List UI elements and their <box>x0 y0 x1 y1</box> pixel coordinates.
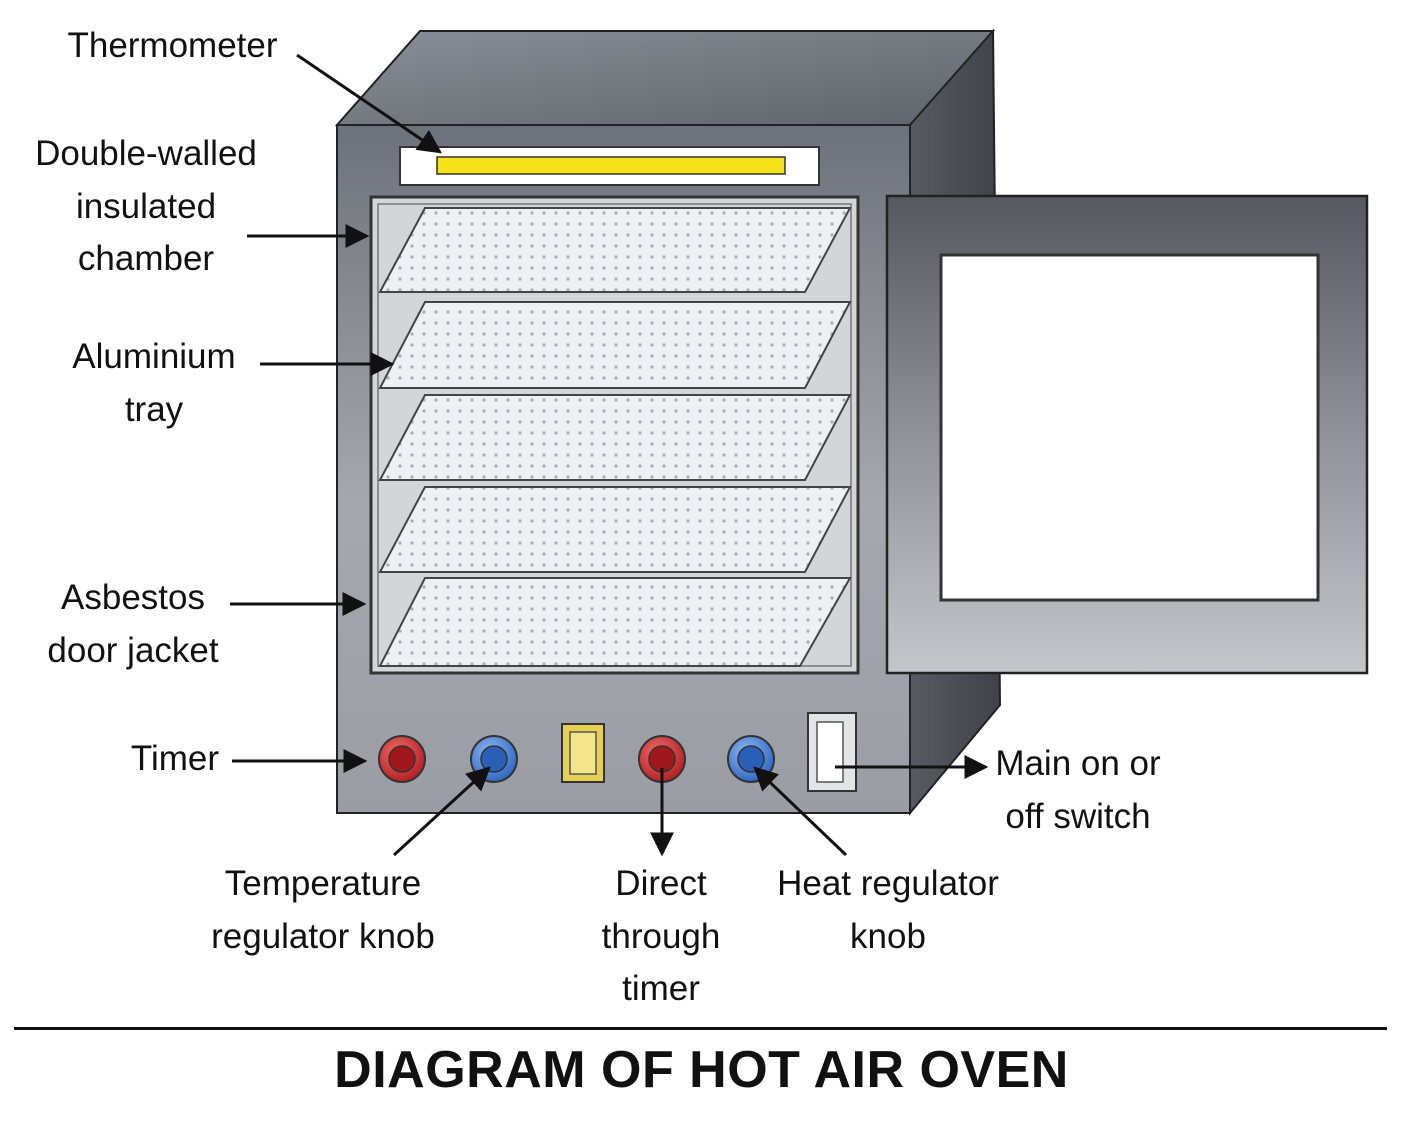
label-tray: Aluminium tray <box>72 337 236 429</box>
heat-knob-arrow <box>753 766 848 857</box>
thermometer-arrow <box>296 53 442 154</box>
direct-timer-switch-face <box>569 731 597 775</box>
thermometer-bar <box>436 156 786 175</box>
label-main-switch: Main on or off switch <box>995 744 1161 836</box>
temp-knob-arrow <box>392 766 491 857</box>
label-thermometer: Thermometer <box>67 26 278 65</box>
cabinet-top <box>334 30 996 126</box>
trays <box>378 207 852 667</box>
tray <box>378 577 852 667</box>
temperature-knob-center <box>480 745 508 773</box>
label-timer: Timer <box>130 739 220 778</box>
leader-lines <box>230 53 989 857</box>
tray <box>378 301 852 389</box>
tray <box>378 486 852 573</box>
label-direct-timer: Direct through timer <box>601 864 721 1008</box>
main-switch-rocker <box>816 721 844 783</box>
door-window <box>939 253 1320 602</box>
heat-knob-center <box>737 745 765 773</box>
timer-knob-center <box>388 745 416 773</box>
label-jacket: Asbestos door jacket <box>47 578 219 670</box>
title-rule <box>14 1027 1387 1030</box>
label-heat-knob: Heat regulator knob <box>777 864 999 956</box>
tray <box>378 394 852 481</box>
tray <box>378 207 852 293</box>
label-temp-knob: Temperature regulator knob <box>211 864 435 956</box>
label-chamber: Double-walled insulated chamber <box>35 134 257 278</box>
diagram-title: DIAGRAM OF HOT AIR OVEN <box>334 1041 1069 1099</box>
